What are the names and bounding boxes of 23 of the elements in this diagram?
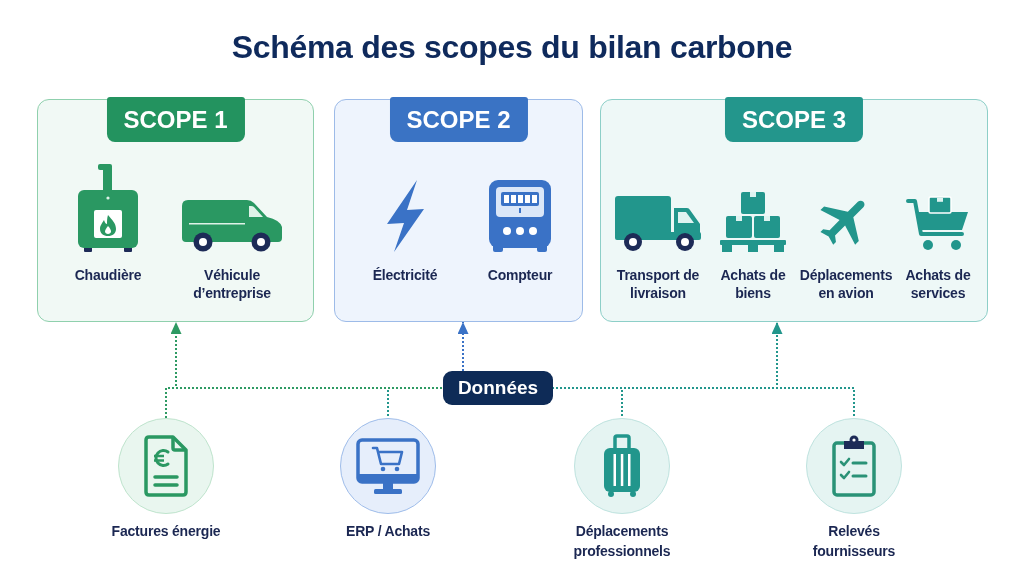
scope-heading: SCOPE 1 — [106, 97, 245, 142]
dotted-arrow — [170, 321, 444, 389]
scope-panel — [600, 99, 988, 322]
scope-heading: SCOPE 2 — [389, 97, 528, 142]
scope-panel — [334, 99, 583, 322]
item-label: Déplacements en avion — [798, 266, 894, 302]
dotted-arrow — [552, 321, 783, 389]
item-label: Achats de biens — [719, 266, 787, 302]
scope-panel — [37, 99, 314, 322]
item-label: Électricité — [372, 266, 438, 284]
item-label: Transport de livraison — [616, 266, 700, 302]
item-label: Chaudière — [74, 266, 142, 284]
source-label: Relevés fournisseurs — [811, 522, 897, 561]
source-label: Déplacements professionnels — [572, 522, 672, 561]
source-label: Factures énergie — [111, 522, 221, 541]
item-label: Achats de services — [904, 266, 972, 302]
item-label: Compteur — [487, 266, 553, 284]
source-label: ERP / Achats — [346, 522, 430, 541]
diagram-title: Schéma des scopes du bilan carbone — [231, 28, 793, 67]
scope-heading: SCOPE 3 — [725, 97, 863, 142]
item-label: Véhicule d’entreprise — [192, 266, 272, 302]
dotted-arrow — [457, 321, 469, 372]
data-pill: Données — [443, 371, 553, 405]
